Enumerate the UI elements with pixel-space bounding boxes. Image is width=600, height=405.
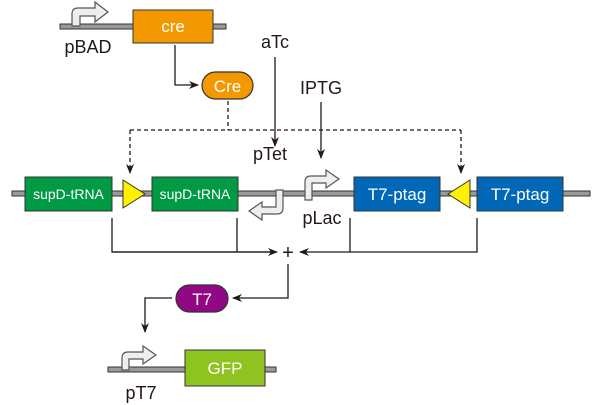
gfp-gene-box — [184, 349, 266, 387]
plac-label: pLac — [302, 208, 341, 228]
t7-protein-label: T7 — [192, 290, 212, 309]
supd-combine-line — [111, 218, 275, 253]
expression-arrow — [174, 45, 199, 89]
main-construct: supD-tRNA supD-tRNA pTet pLac T7-ptag T7… — [11, 144, 591, 228]
pbad-promoter-arrow — [71, 0, 109, 27]
t7-activation-arrow — [141, 297, 172, 333]
lox-site-left-icon — [122, 179, 146, 209]
t7-ptag-box-2 — [476, 176, 564, 212]
ptet-label: pTet — [253, 144, 287, 164]
t7-protein-pill — [175, 284, 229, 313]
t7-ptag-label-2: T7-ptag — [491, 185, 550, 204]
supd-trna-label-1: supD-tRNA — [33, 186, 104, 202]
t7-ptag-label-1: T7-ptag — [368, 185, 427, 204]
cre-gene-label: cre — [161, 17, 185, 36]
pt7-gfp-construct: GFP pT7 — [107, 344, 277, 403]
supd-trna-box-1 — [24, 176, 113, 212]
cre-gene-box — [132, 9, 214, 44]
lox-site-right-icon — [447, 179, 471, 209]
gfp-gene-label: GFP — [208, 359, 243, 378]
cre-protein-pill — [201, 71, 254, 100]
pbad-cre-construct: cre pBAD — [59, 0, 227, 57]
supd-trna-label-2: supD-tRNA — [160, 186, 231, 202]
t7-expression-arrow — [232, 264, 289, 302]
t7ptag-combine-arrow — [300, 218, 478, 252]
ptet-promoter-arrow — [247, 189, 284, 222]
cre-protein-label: Cre — [214, 77, 241, 96]
pbad-label: pBAD — [64, 37, 111, 57]
iptg-label: IPTG — [300, 78, 342, 98]
cre-recombination-line — [130, 101, 461, 131]
t7-ptag-box-1 — [353, 176, 441, 212]
pt7-label: pT7 — [125, 383, 156, 403]
combine-plus: + — [282, 242, 294, 264]
atc-label: aTc — [261, 32, 289, 52]
plac-promoter-arrow — [304, 168, 341, 201]
supd-trna-box-2 — [151, 176, 239, 212]
pt7-promoter-arrow — [121, 344, 158, 371]
